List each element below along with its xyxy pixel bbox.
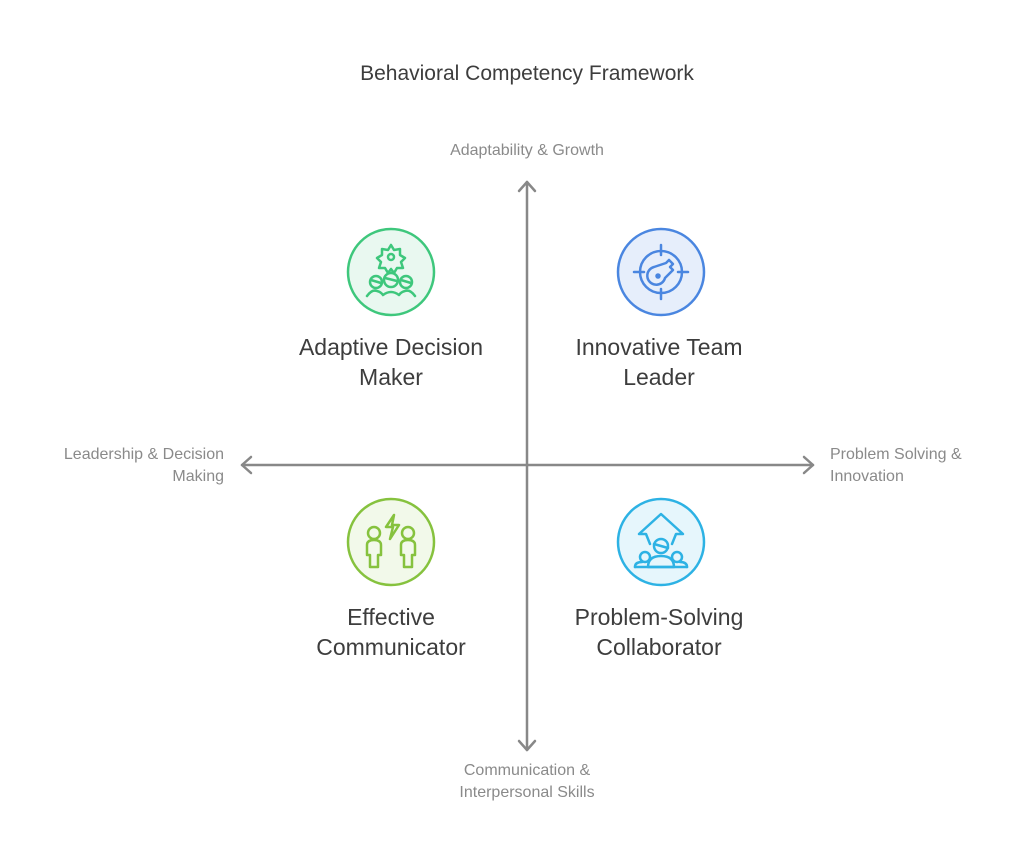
quadrant-label-top-right: Innovative Team Leader [529,332,789,392]
team-gear-icon [346,227,436,317]
quadrant-label-bottom-left-line1: Effective [347,604,435,630]
quadrant-label-bottom-right-line2: Collaborator [596,634,722,660]
axis-label-right-line1: Problem Solving & [830,446,962,463]
axis-label-left-line2: Making [172,468,224,485]
arrowhead-right [802,455,815,475]
arrowhead-left [240,455,253,475]
axis-label-bottom-line1: Communication & [463,762,591,779]
axis-label-top: Adaptability & Growth [377,140,677,162]
axis-label-left: Leadership & Decision Making [14,444,224,488]
quadrant-label-top-left-line2: Maker [359,364,423,390]
quadrant-label-bottom-right: Problem-Solving Collaborator [529,602,789,662]
quadrant-label-bottom-right-line1: Problem-Solving [574,604,744,630]
axis-label-bottom: Communication & Interpersonal Skills [377,760,677,804]
target-key-icon [616,227,706,317]
people-lightning-icon [346,497,436,587]
arrowhead-up [517,180,537,193]
team-arrow-up-icon [616,497,706,587]
axis-label-left-line1: Leadership & Decision [63,446,224,463]
quadrant-label-top-left-line1: Adaptive Decision [298,334,484,360]
axis-label-bottom-line2: Interpersonal Skills [459,784,595,801]
diagram-title: Behavioral Competency Framework [360,62,694,85]
quadrant-label-top-left: Adaptive Decision Maker [261,332,521,392]
arrowhead-down [517,739,537,752]
axis-label-right-line2: Innovation [830,468,904,485]
quadrant-label-bottom-left: Effective Communicator [261,602,521,662]
axis-label-right: Problem Solving & Innovation [830,444,1020,488]
quadrant-label-top-right-line2: Leader [623,364,695,390]
quadrant-label-top-right-line1: Innovative Team [575,334,743,360]
quadrant-label-bottom-left-line2: Communicator [316,634,466,660]
axis-label-top-text: Adaptability & Growth [450,142,604,159]
